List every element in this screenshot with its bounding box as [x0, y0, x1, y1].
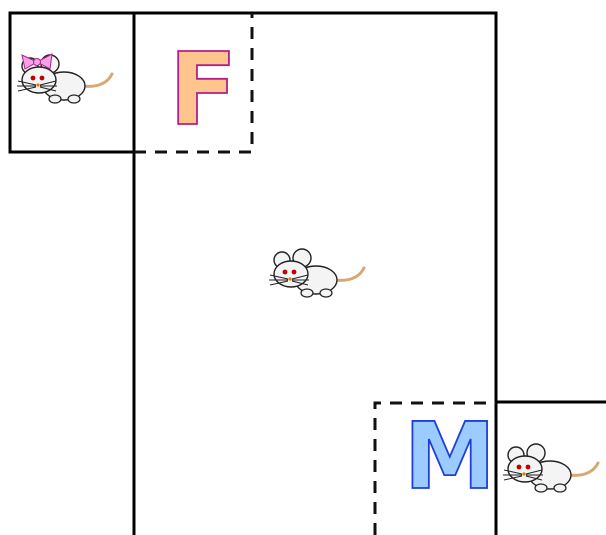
male-label: M: [404, 403, 496, 510]
mouse-icon-male: [503, 444, 598, 492]
mouse-icon-female: [17, 54, 112, 103]
female-label: F: [169, 31, 237, 148]
mouse-icon-center: [269, 249, 364, 297]
